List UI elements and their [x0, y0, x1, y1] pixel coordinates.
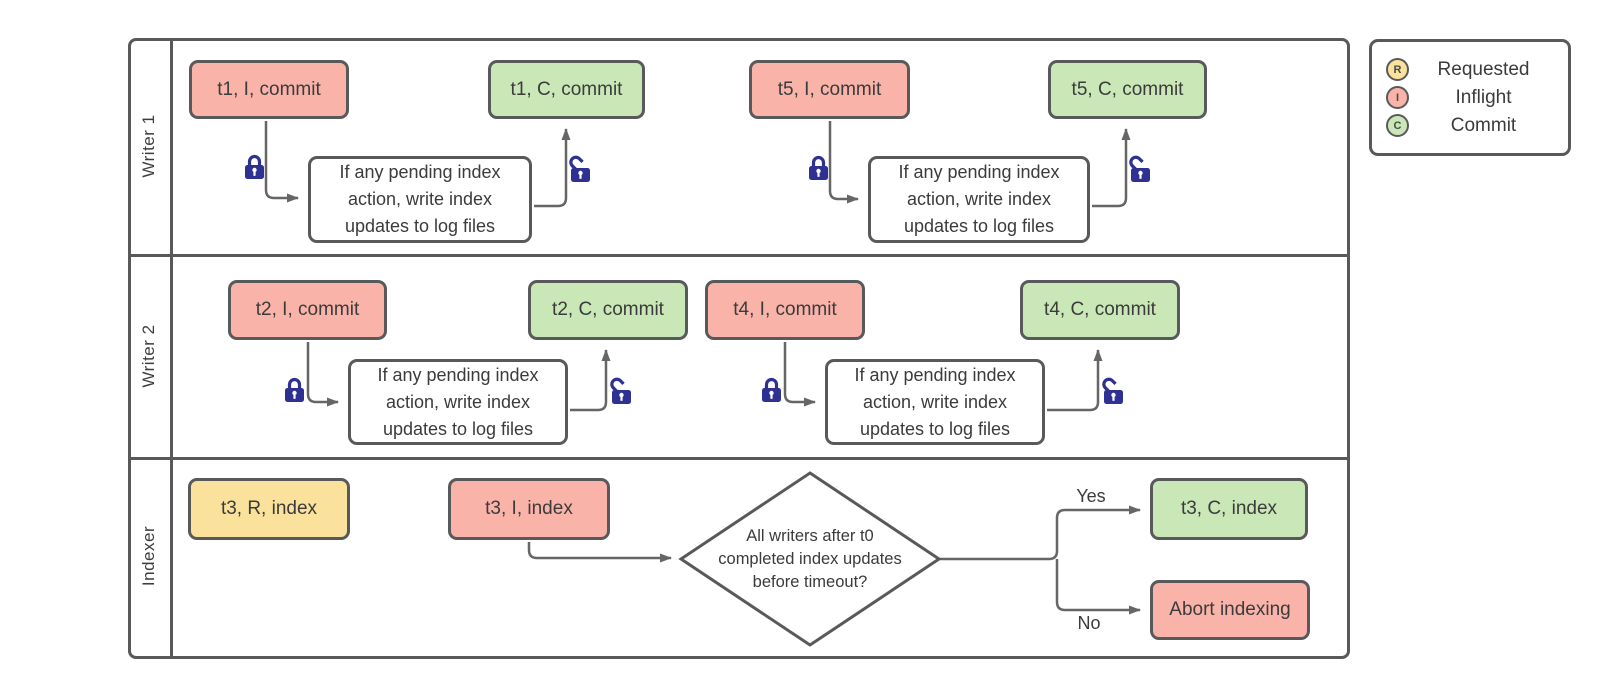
node-t3-inflight: t3, I, index: [448, 478, 610, 540]
node-t1-commit: t1, C, commit: [488, 60, 645, 119]
process-box-writer1-a: If any pending index action, write index…: [308, 156, 532, 243]
legend-label-inflight: Inflight: [1455, 86, 1512, 108]
node-t1-inflight: t1, I, commit: [189, 60, 349, 119]
process-box-writer1-b: If any pending index action, write index…: [868, 156, 1090, 243]
yes-branch-label: Yes: [1076, 486, 1106, 506]
lane-divider-1: [128, 254, 1347, 257]
node-t3-commit: t3, C, index: [1150, 478, 1308, 540]
process-box-writer2-b: If any pending index action, write index…: [825, 359, 1045, 445]
legend-row-requested: R Requested: [1386, 56, 1558, 84]
node-t4-inflight: t4, I, commit: [705, 280, 865, 340]
lane-label-writer-1: Writer 1: [139, 114, 158, 178]
lane-label-writer-2: Writer 2: [139, 324, 158, 388]
node-t5-commit: t5, C, commit: [1048, 60, 1207, 119]
node-t3-requested: t3, R, index: [188, 478, 350, 540]
legend: R Requested I Inflight C Commit: [1369, 39, 1571, 156]
node-t2-commit: t2, C, commit: [528, 280, 688, 340]
requested-state-icon: R: [1386, 58, 1409, 81]
lane-label-indexer: Indexer: [139, 525, 158, 587]
decision-label: All writers after t0 completed index upd…: [718, 526, 902, 591]
node-t2-inflight: t2, I, commit: [228, 280, 387, 340]
legend-row-commit: C Commit: [1386, 112, 1558, 140]
node-t4-commit: t4, C, commit: [1020, 280, 1180, 340]
legend-label-commit: Commit: [1450, 114, 1517, 136]
legend-label-requested: Requested: [1437, 58, 1530, 80]
commit-state-icon: C: [1386, 114, 1409, 137]
node-t5-inflight: t5, I, commit: [749, 60, 910, 119]
lane-label-divider: [170, 38, 173, 656]
lane-divider-2: [128, 457, 1347, 460]
no-branch-label: No: [1077, 613, 1101, 633]
node-abort-indexing: Abort indexing: [1150, 580, 1310, 640]
process-box-writer2-a: If any pending index action, write index…: [348, 359, 568, 445]
inflight-state-icon: I: [1386, 86, 1409, 109]
legend-row-inflight: I Inflight: [1386, 84, 1558, 112]
